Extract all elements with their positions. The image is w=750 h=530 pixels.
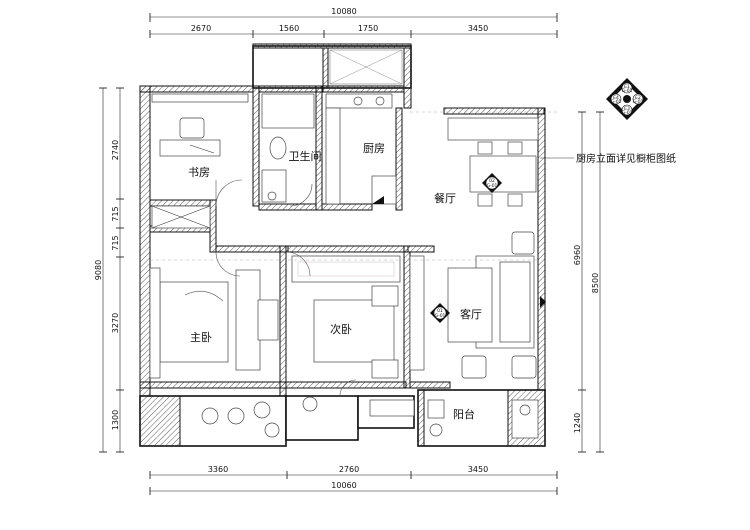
dim-bottom-seg-2: 2760 xyxy=(339,465,359,474)
doors xyxy=(215,179,357,397)
dim-left-seg-3: 715 xyxy=(111,235,120,250)
index-sheet-e1: G-01 xyxy=(622,88,633,94)
dim-top-total: 10080 xyxy=(331,7,356,16)
dim-bottom-seg-1: 3360 xyxy=(208,465,228,474)
furniture xyxy=(149,93,539,439)
room-master-bedroom: 主卧 xyxy=(190,331,212,344)
index-code-e3: E3 xyxy=(624,106,630,112)
dim-left-seg-2: 715 xyxy=(111,206,120,221)
dim-top-seg-3: 1750 xyxy=(358,24,378,33)
dim-left-seg-5: 1300 xyxy=(111,410,120,430)
room-kitchen: 厨房 xyxy=(363,142,385,155)
dim-left-total: 9080 xyxy=(94,260,103,280)
dim-right-lower: 1240 xyxy=(573,413,582,433)
guide-lines xyxy=(150,111,560,261)
dining-index-marker: 02 G-01 xyxy=(482,173,502,193)
index-code-e2: E2 xyxy=(635,95,641,101)
index-sheet-e2: G-01 xyxy=(633,99,644,105)
dining-mark-number: 02 xyxy=(489,178,495,184)
living-mark-number: 01 xyxy=(437,308,443,314)
left-dimension-chain: 9080 2740 715 715 3270 1300 xyxy=(94,87,124,453)
top-dimension-chain: 10080 2670 1560 1750 3450 xyxy=(149,7,558,38)
room-bathroom: 卫生间 xyxy=(289,149,322,163)
room-balcony: 阳台 xyxy=(453,407,475,421)
living-wall-arrow xyxy=(540,296,546,308)
right-dimension-chain: 6960 1240 8500 xyxy=(573,111,604,453)
room-dining: 餐厅 xyxy=(434,191,456,205)
index-sheet-e3: G-01 xyxy=(622,110,633,116)
room-study: 书房 xyxy=(188,166,210,179)
walls xyxy=(139,43,546,447)
dining-mark-sheet: G-01 xyxy=(487,183,498,189)
room-living: 客厅 xyxy=(460,307,482,321)
dim-right-total: 8500 xyxy=(591,273,600,293)
index-sheet-e4: G-01 xyxy=(611,99,622,105)
kitchen-note: 厨房立面详见橱柜图纸 xyxy=(540,152,676,165)
living-index-marker: 01 G-01 xyxy=(430,303,450,323)
elevation-index-symbol: E1 E2 E3 E4 G-01 G-01 G-01 G-01 xyxy=(606,78,648,120)
room-second-bedroom: 次卧 xyxy=(330,322,352,336)
note-text: 厨房立面详见橱柜图纸 xyxy=(576,152,676,165)
dim-bottom-total: 10060 xyxy=(331,481,356,490)
index-code-e1: E1 xyxy=(624,84,630,90)
dim-left-seg-1: 2740 xyxy=(111,140,120,160)
dim-left-seg-4: 3270 xyxy=(111,313,120,333)
living-mark-sheet: G-01 xyxy=(435,313,446,319)
room-labels: 书房 卫生间 厨房 餐厅 主卧 次卧 客厅 阳台 xyxy=(188,142,482,421)
dim-top-seg-1: 2670 xyxy=(191,24,211,33)
index-code-e4: E4 xyxy=(613,95,619,101)
dim-right-outer: 6960 xyxy=(573,245,582,265)
dim-top-seg-2: 1560 xyxy=(279,24,299,33)
dim-bottom-seg-3: 3450 xyxy=(468,465,488,474)
bottom-dimension-chain: 3360 2760 3450 10060 xyxy=(149,465,558,495)
dim-top-seg-4: 3450 xyxy=(468,24,488,33)
